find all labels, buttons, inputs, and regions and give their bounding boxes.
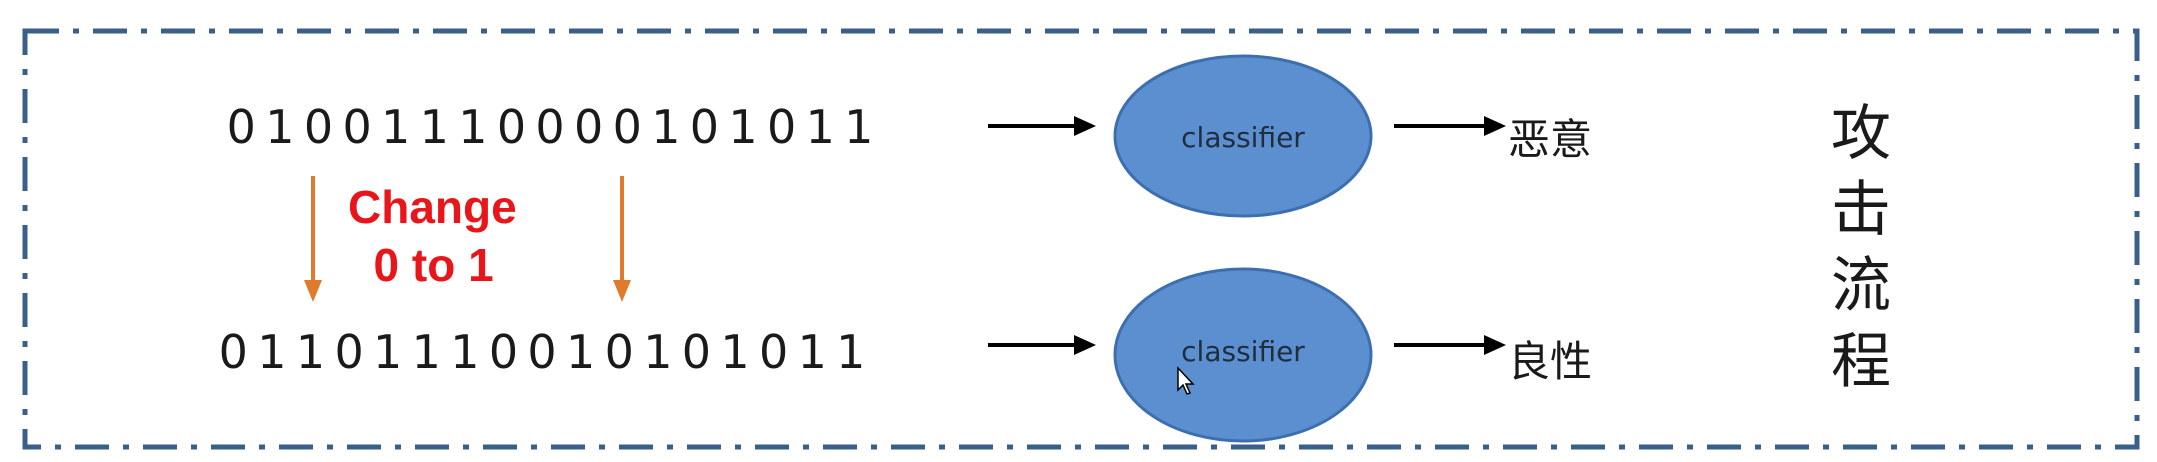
top-bit: 1 (419, 100, 449, 154)
top-bit: 0 (226, 100, 256, 154)
bottom-bit: 1 (295, 325, 326, 379)
bottom-bit: 0 (334, 325, 364, 379)
output-benign-label: 良性 (1508, 337, 1593, 386)
mouse-cursor-icon (1177, 366, 1195, 395)
change-arrow-left (304, 176, 322, 302)
bottom-bit: 1 (373, 325, 403, 379)
change-annotation: Change 0 to 1 (348, 178, 517, 294)
dash-dot-border (22, 28, 2140, 450)
classifier-bottom-label: classifier (1181, 334, 1305, 368)
top-bit: 1 (651, 100, 681, 154)
bottom-bit: 1 (411, 325, 441, 379)
bottom-bit: 1 (836, 325, 866, 379)
output-malicious-label: 恶意 (1508, 115, 1593, 164)
diagram-frame (22, 28, 2140, 450)
arrow-bottom-to-classifier (988, 335, 1096, 355)
top-bit: 1 (805, 100, 835, 154)
bottom-bit: 1 (797, 325, 827, 379)
bottom-bit: 1 (643, 325, 673, 379)
bottom-bit: 0 (681, 325, 712, 379)
top-bit: 0 (496, 100, 527, 154)
top-bit: 0 (612, 100, 642, 154)
arrow-top-to-classifier (988, 116, 1096, 136)
top-bit: 0 (766, 100, 797, 154)
bottom-bit: 1 (450, 325, 480, 379)
side-title-attack-flow: 攻击流程 (1831, 99, 1891, 397)
change-arrow-right (613, 176, 631, 302)
bottom-bit: 1 (720, 325, 750, 379)
bottom-bit: 0 (218, 325, 248, 379)
top-bit: 1 (458, 100, 488, 154)
change-annotation-line1: Change (348, 181, 517, 233)
top-bit: 0 (574, 100, 604, 154)
arrow-bottom-classifier-to-output (1394, 335, 1506, 355)
bottom-bit: 0 (758, 325, 789, 379)
bottom-bit: 0 (488, 325, 519, 379)
change-annotation-line2: 0 to 1 (348, 239, 494, 291)
bottom-bit: 0 (527, 325, 557, 379)
top-bit: 0 (689, 100, 720, 154)
top-bit: 1 (381, 100, 411, 154)
arrow-top-classifier-to-output (1394, 116, 1506, 136)
classifier-bottom-ellipse (1113, 267, 1373, 443)
top-bit: 0 (303, 100, 334, 154)
top-bit: 1 (728, 100, 758, 154)
classifier-top-ellipse (1113, 54, 1373, 218)
bottom-bit: 1 (257, 325, 287, 379)
top-bit: 1 (265, 100, 295, 154)
top-bit: 0 (342, 100, 372, 154)
bottom-bit: 1 (566, 325, 596, 379)
classifier-top-label: classifier (1181, 120, 1305, 154)
top-bit: 0 (535, 100, 565, 154)
top-bit: 1 (844, 100, 874, 154)
bottom-bit: 0 (604, 325, 634, 379)
